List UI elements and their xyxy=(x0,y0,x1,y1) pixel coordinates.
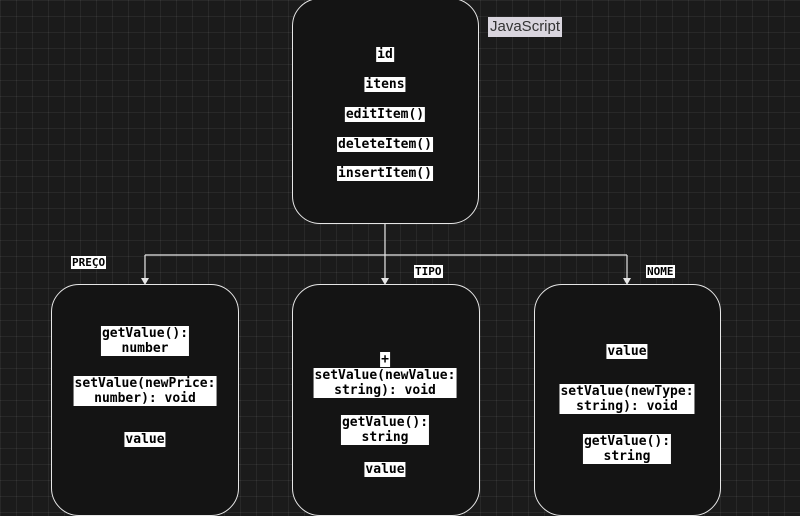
arrowhead-tipo xyxy=(381,278,389,285)
tipo-value: value xyxy=(364,462,406,477)
language-tag: JavaScript xyxy=(488,17,563,37)
nome-value: value xyxy=(606,344,648,359)
nome-get-value: getValue(): string xyxy=(582,434,672,464)
edge-label-preco: PREÇO xyxy=(71,256,107,269)
tipo-class-node[interactable] xyxy=(292,284,480,516)
preco-value: value xyxy=(124,432,166,447)
edge-label-nome: NOME xyxy=(646,265,675,278)
root-method-edit-item: editItem() xyxy=(344,107,426,122)
tipo-plus: + xyxy=(380,352,390,367)
preco-get-value: getValue(): number xyxy=(100,326,190,356)
nome-set-value: setValue(newType: string): void xyxy=(559,384,695,414)
edge-label-tipo: TIPO xyxy=(414,265,443,278)
tipo-set-value: setValue(newValue: string): void xyxy=(313,368,457,398)
root-method-insert-item: insertItem() xyxy=(337,166,433,181)
arrowhead-nome xyxy=(623,278,631,285)
preco-set-value: setValue(newPrice: number): void xyxy=(73,376,217,406)
root-field-id: id xyxy=(376,47,394,62)
tipo-get-value: getValue(): string xyxy=(340,415,430,445)
arrowhead-preco xyxy=(141,278,149,285)
root-field-itens: itens xyxy=(364,77,406,92)
root-method-delete-item: deleteItem() xyxy=(337,137,433,152)
